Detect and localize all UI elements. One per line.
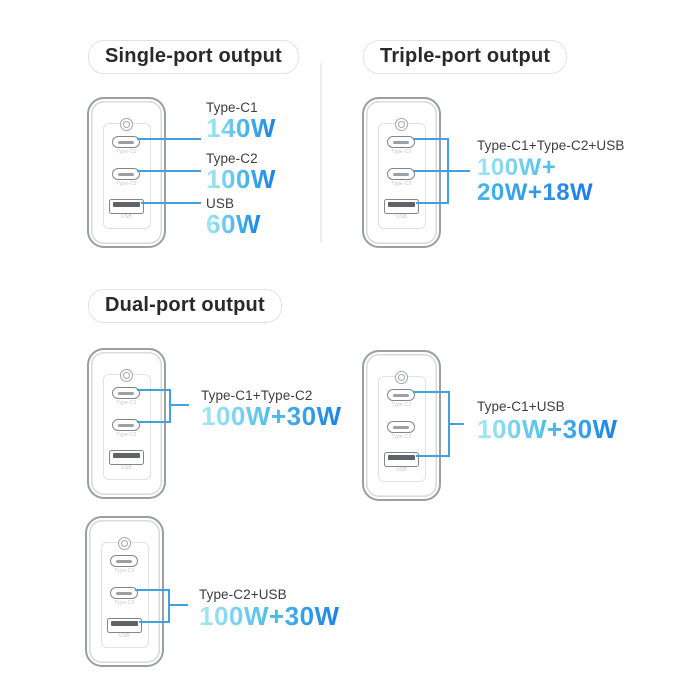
single-row-usb-label: USB (206, 196, 235, 211)
type-c2-port (387, 168, 415, 180)
charger-triple-port: Type-C1 Type-C2 USB (362, 97, 441, 248)
brand-logo-icon (395, 371, 408, 384)
triple-combo-label: Type-C1+Type-C2+USB (477, 138, 625, 153)
type-c-slot (118, 423, 134, 427)
type-c-slot (118, 172, 134, 176)
logo-inner-ring (123, 121, 130, 128)
logo-inner-ring (398, 374, 405, 381)
section-divider (320, 63, 322, 243)
port-label-c2: Type-C2 (116, 181, 137, 187)
port-label-usb: USB (121, 214, 132, 220)
logo-inner-ring (398, 121, 405, 128)
bracket-line-usb (416, 455, 450, 457)
type-c-slot (393, 140, 409, 144)
port-label-c1: Type-C1 (116, 149, 137, 155)
port-label-c2: Type-C2 (116, 432, 137, 438)
bracket-line-c2 (137, 421, 171, 423)
port-label-c1: Type-C1 (391, 402, 412, 408)
charger-single-port: Type-C1 Type-C2 USB (87, 97, 166, 248)
brand-logo-icon (120, 369, 133, 382)
dual-c2-usb-label: Type-C2+USB (199, 587, 287, 602)
section-title-single-port: Single-port output (88, 40, 299, 74)
port-label-usb: USB (121, 465, 132, 471)
type-c-slot (393, 425, 409, 429)
type-c-slot (118, 140, 134, 144)
triple-value-line2: 20W+18W (477, 179, 594, 206)
type-c-slot (116, 559, 132, 563)
bracket-line-usb (139, 621, 170, 623)
charger-dual-c1-usb: Type-C1 Type-C2 USB (362, 350, 441, 501)
bracket-line-c1 (137, 389, 171, 391)
bracket-stub-line (448, 423, 464, 425)
brand-logo-icon (120, 118, 133, 131)
single-row-c1-label: Type-C1 (206, 100, 258, 115)
usb-contact-bar (110, 621, 138, 626)
port-label-c2: Type-C2 (114, 600, 135, 606)
single-row-c1-value: 140W (206, 113, 276, 143)
dual-c2-usb-value: 100W+30W (199, 601, 340, 631)
usb-contact-bar (387, 202, 415, 207)
type-c-slot (116, 591, 132, 595)
bracket-line-usb (416, 202, 449, 204)
single-row-c2-value: 100W (206, 164, 276, 194)
charger-dual-c1-c2: Type-C1 Type-C2 USB (87, 348, 166, 499)
bracket-stub-line (169, 404, 189, 406)
type-c-slot (118, 391, 134, 395)
brand-logo-icon (395, 118, 408, 131)
port-label-c1: Type-C1 (391, 149, 412, 155)
dual-c1-usb-label: Type-C1+USB (477, 399, 565, 414)
type-c2-port (387, 421, 415, 433)
triple-value-line1: 100W+ (477, 154, 557, 181)
port-label-usb: USB (396, 214, 407, 220)
port-label-usb: USB (396, 467, 407, 473)
type-c2-port (112, 419, 140, 431)
dual-c1-c2-label: Type-C1+Type-C2 (201, 388, 313, 403)
logo-inner-ring (121, 540, 128, 547)
usb-contact-bar (112, 202, 140, 207)
usb-a-port (106, 618, 142, 633)
type-c1-port (110, 555, 138, 567)
bracket-stub-line (168, 604, 188, 606)
dual-c1-usb-value: 100W+30W (477, 414, 618, 444)
dual-c1-c2-value: 100W+30W (201, 401, 342, 431)
section-title-dual-port: Dual-port output (88, 289, 282, 323)
usb-a-port (383, 452, 419, 467)
port-label-usb: USB (119, 633, 130, 639)
usb-a-port (108, 450, 144, 465)
connector-line-usb (141, 202, 201, 204)
port-label-c1: Type-C1 (116, 400, 137, 406)
usb-a-port (108, 199, 144, 214)
bracket-line-c2-stub (413, 170, 470, 172)
bracket-vertical-line (168, 589, 170, 623)
usb-contact-bar (112, 453, 140, 458)
port-label-c2: Type-C2 (391, 434, 412, 440)
bracket-line-c2 (135, 589, 170, 591)
usb-contact-bar (387, 455, 415, 460)
type-c1-port (112, 136, 140, 148)
section-title-triple-port: Triple-port output (363, 40, 568, 74)
bracket-line-c1 (413, 138, 449, 140)
single-row-usb-value: 60W (206, 209, 261, 239)
type-c2-port (112, 168, 140, 180)
brand-logo-icon (118, 537, 131, 550)
type-c-slot (393, 393, 409, 397)
type-c-slot (393, 172, 409, 176)
logo-inner-ring (123, 372, 130, 379)
charger-dual-c2-usb: Type-C1 Type-C2 USB (85, 516, 164, 667)
connector-line-c1 (137, 138, 201, 140)
type-c1-port (387, 389, 415, 401)
connector-line-c2 (137, 170, 201, 172)
usb-a-port (383, 199, 419, 214)
type-c1-port (112, 387, 140, 399)
bracket-vertical-line (169, 389, 171, 423)
type-c1-port (387, 136, 415, 148)
bracket-vertical-line (447, 138, 449, 204)
type-c2-port (110, 587, 138, 599)
port-label-c1: Type-C1 (114, 568, 135, 574)
bracket-line-c1 (413, 391, 450, 393)
single-row-c2-label: Type-C2 (206, 151, 258, 166)
port-label-c2: Type-C2 (391, 181, 412, 187)
